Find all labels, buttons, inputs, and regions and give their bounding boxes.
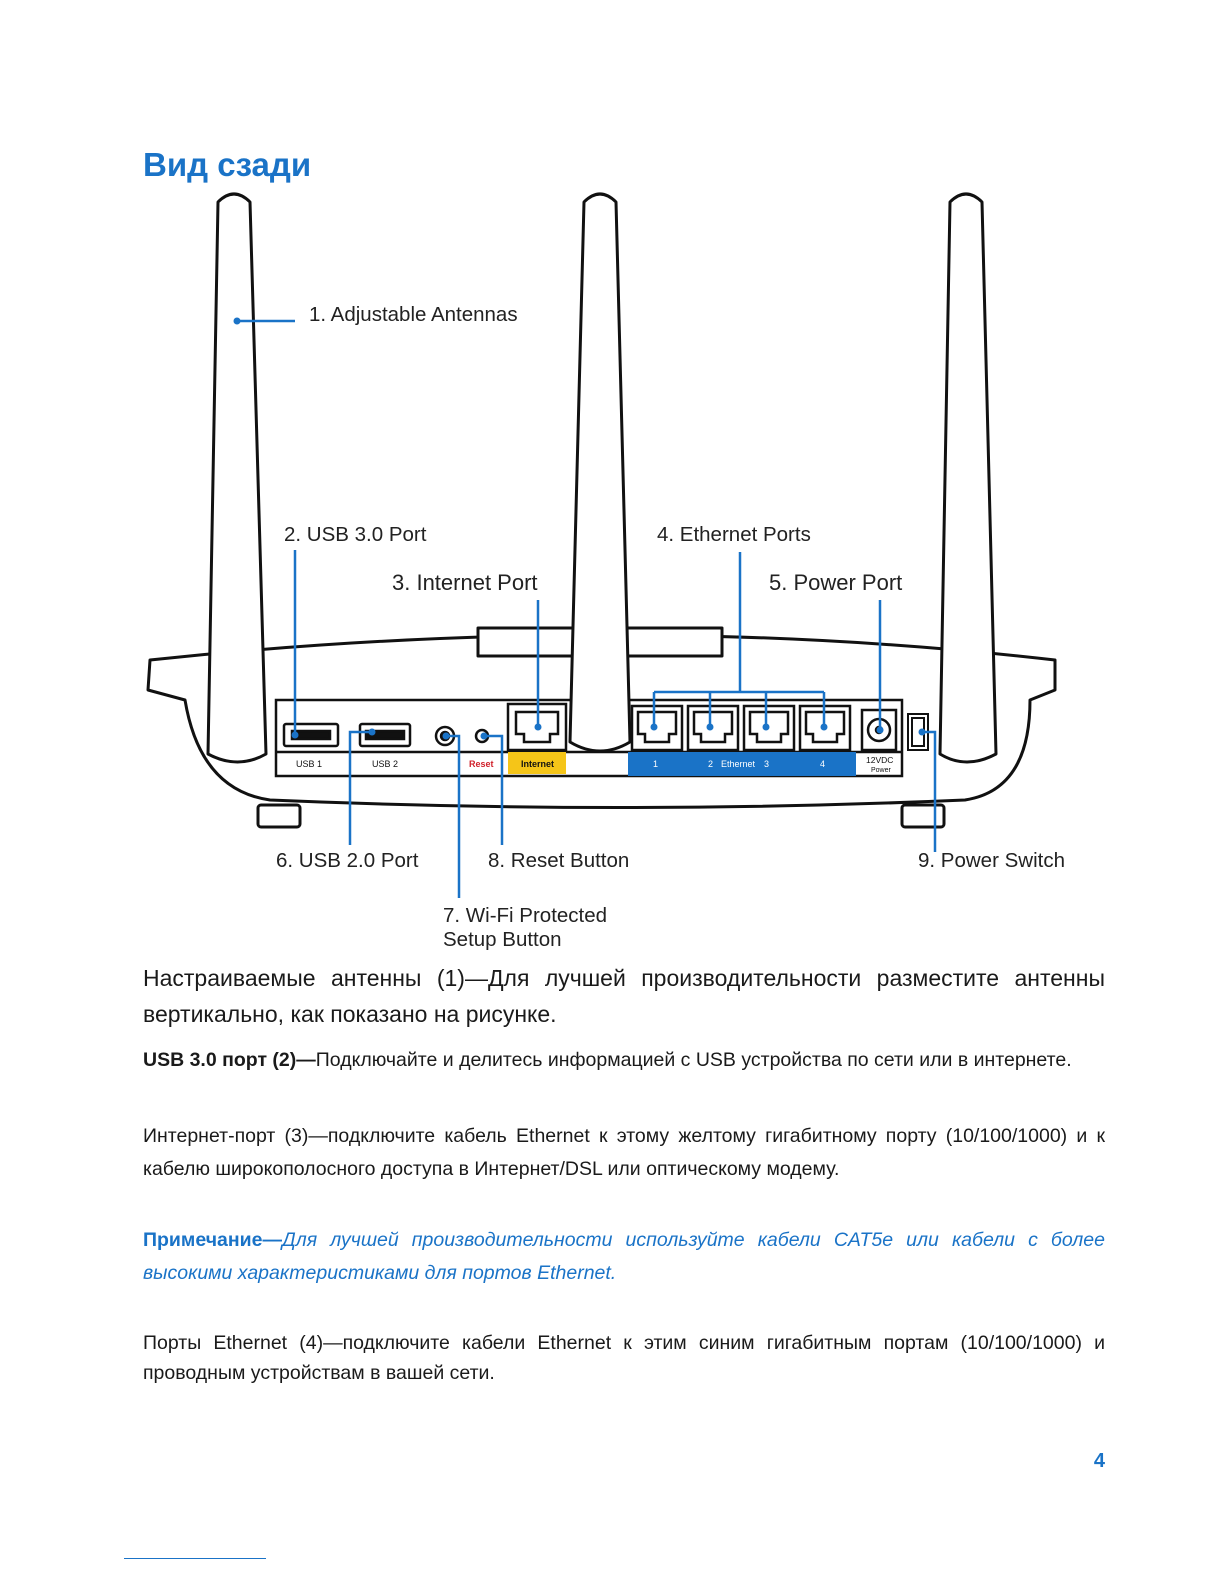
- panel-label-ethernet: Ethernet: [721, 759, 756, 769]
- callout-wps-line1: 7. Wi-Fi Protected: [443, 904, 608, 927]
- panel-label-eth1: 1: [653, 759, 658, 769]
- ethernet-label-band: [628, 752, 856, 776]
- callout-lines: [237, 319, 937, 898]
- panel-label-eth2: 2: [708, 759, 713, 769]
- page-heading: Вид сзади: [143, 146, 312, 183]
- antennas: [206, 192, 998, 764]
- callout-adjustable-antennas: 1. Adjustable Antennas: [309, 303, 518, 326]
- note-text: Для лучшей производительности используйт…: [143, 1229, 1105, 1284]
- router-rear-view-diagram: USB 1 USB 2 Reset Internet 1 2 Ethernet …: [146, 192, 1057, 898]
- usb2-port-icon: [358, 722, 412, 748]
- note-paragraph: Примечание—Для лучшей производительности…: [143, 1224, 1105, 1290]
- callout-dots: [233, 317, 926, 740]
- footnote-rule: [124, 1558, 266, 1559]
- paragraph-usb3-lead: USB 3.0 порт (2)—: [143, 1049, 316, 1071]
- callout-ethernet-ports: 4. Ethernet Ports: [657, 523, 811, 546]
- callout-power-port: 5. Power Port: [769, 570, 903, 595]
- page-number: 4: [1093, 1450, 1105, 1472]
- ethernet-ports-icon: [630, 704, 852, 752]
- paragraph-ethernet-ports: Порты Ethernet (4)—подключите кабели Eth…: [143, 1332, 1105, 1384]
- panel-label-usb2: USB 2: [372, 759, 398, 769]
- panel-label-eth4: 4: [820, 759, 825, 769]
- panel-label-dc: 12VDC: [866, 755, 893, 765]
- panel-label-eth3: 3: [764, 759, 769, 769]
- internet-label-band: [508, 752, 566, 774]
- callout-usb3-port: 2. USB 3.0 Port: [284, 523, 427, 546]
- panel-label-power: Power: [871, 767, 892, 774]
- callout-reset-button: 8. Reset Button: [488, 849, 630, 872]
- callout-wps-line2: Setup Button: [443, 928, 562, 951]
- wps-button-icon: [434, 725, 456, 747]
- router-feet: [256, 803, 946, 829]
- paragraph-usb3-text: Подключайте и делитесь информацией с USB…: [315, 1049, 1072, 1071]
- paragraph-internet-port: Интернет-порт (3)—подключите кабель Ethe…: [143, 1125, 1105, 1180]
- paragraph-antennas: Настраиваемые антенны (1)—Для лучшей про…: [143, 965, 1105, 1027]
- callout-power-switch: 9. Power Switch: [918, 849, 1065, 872]
- panel-label-internet: Internet: [521, 759, 554, 769]
- callout-usb2-port: 6. USB 2.0 Port: [276, 849, 419, 872]
- paragraph-usb3: USB 3.0 порт (2)—Подключайте и делитесь …: [143, 1044, 1105, 1077]
- note-lead: Примечание—: [143, 1229, 282, 1251]
- panel-label-reset: Reset: [469, 759, 494, 769]
- panel-label-usb1: USB 1: [296, 759, 322, 769]
- callout-internet-port: 3. Internet Port: [392, 570, 538, 595]
